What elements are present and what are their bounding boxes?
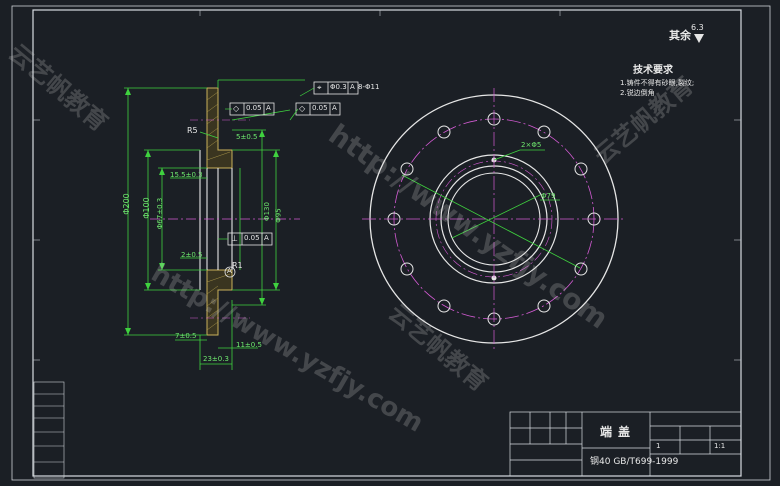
roughness-other-value: 6.3: [691, 23, 704, 32]
dim-h5: 5±0.5: [236, 133, 258, 141]
section-hatch-top: [206, 87, 233, 169]
tech-req-item-1: 1.铸件不得有砂眼,裂纹;: [620, 79, 695, 87]
gdt-pos-tol: Φ0.3: [330, 83, 347, 91]
part-name: 端盖: [600, 425, 637, 439]
datum-label: A: [227, 267, 232, 275]
dim-d95: Φ95: [274, 208, 283, 223]
gdt-flat1-tol: 0.05: [246, 104, 262, 112]
gdt-pos-ref: A: [350, 83, 355, 91]
section-view: [124, 79, 359, 370]
title-block: [509, 411, 742, 477]
gdt-perp-tol: 0.05: [244, 234, 260, 242]
dim-pcd-79: Φ79: [541, 192, 556, 200]
dim-h23: 23±0.3: [203, 355, 229, 363]
dim-h11: 11±0.5: [236, 341, 262, 349]
dim-h7: 7±0.5: [175, 332, 197, 340]
material: 钢40 GB/T699-1999: [590, 457, 679, 467]
sheet: 1: [656, 442, 661, 450]
dim-d200: Φ200: [121, 193, 131, 215]
left-revision-strip: [33, 381, 65, 479]
gdt-flat2-ref: A: [332, 104, 337, 112]
dim-h155: 15.5±0.3: [170, 171, 203, 179]
gdt-perp-sym: ⊥: [231, 234, 238, 243]
gdt-perp-ref: A: [264, 234, 269, 242]
roughness-symbol: [694, 34, 704, 43]
scale: 1:1: [714, 442, 726, 450]
dim-r5: R5: [187, 126, 198, 135]
dim-d130: Φ130: [262, 202, 271, 221]
zone-marks: [33, 10, 741, 361]
end-view: [362, 88, 626, 350]
gdt-flat2-tol: 0.05: [312, 104, 328, 112]
roughness-other-label: 其余: [669, 29, 691, 42]
outer-frame: [11, 5, 771, 481]
dim-h2: 2±0.5: [181, 251, 203, 259]
tech-req-item-2: 2.锐边倒角: [620, 89, 655, 97]
inner-frame: [32, 9, 742, 477]
gdt-pos-sym: ⌖: [317, 83, 322, 92]
gdt-flat2-sym: ◇: [299, 104, 306, 113]
dim-r1: R1: [232, 261, 243, 270]
dim-holes-8: 8-Φ11: [358, 83, 380, 91]
gdt-flat1-ref: A: [266, 104, 271, 112]
dim-holes-2: 2×Φ5: [521, 141, 542, 149]
tech-req-title: 技术要求: [633, 65, 673, 76]
dim-d67: Φ67±0.3: [156, 197, 165, 230]
dim-d100: Φ100: [141, 197, 151, 219]
gdt-flat1-sym: ◇: [233, 104, 240, 113]
